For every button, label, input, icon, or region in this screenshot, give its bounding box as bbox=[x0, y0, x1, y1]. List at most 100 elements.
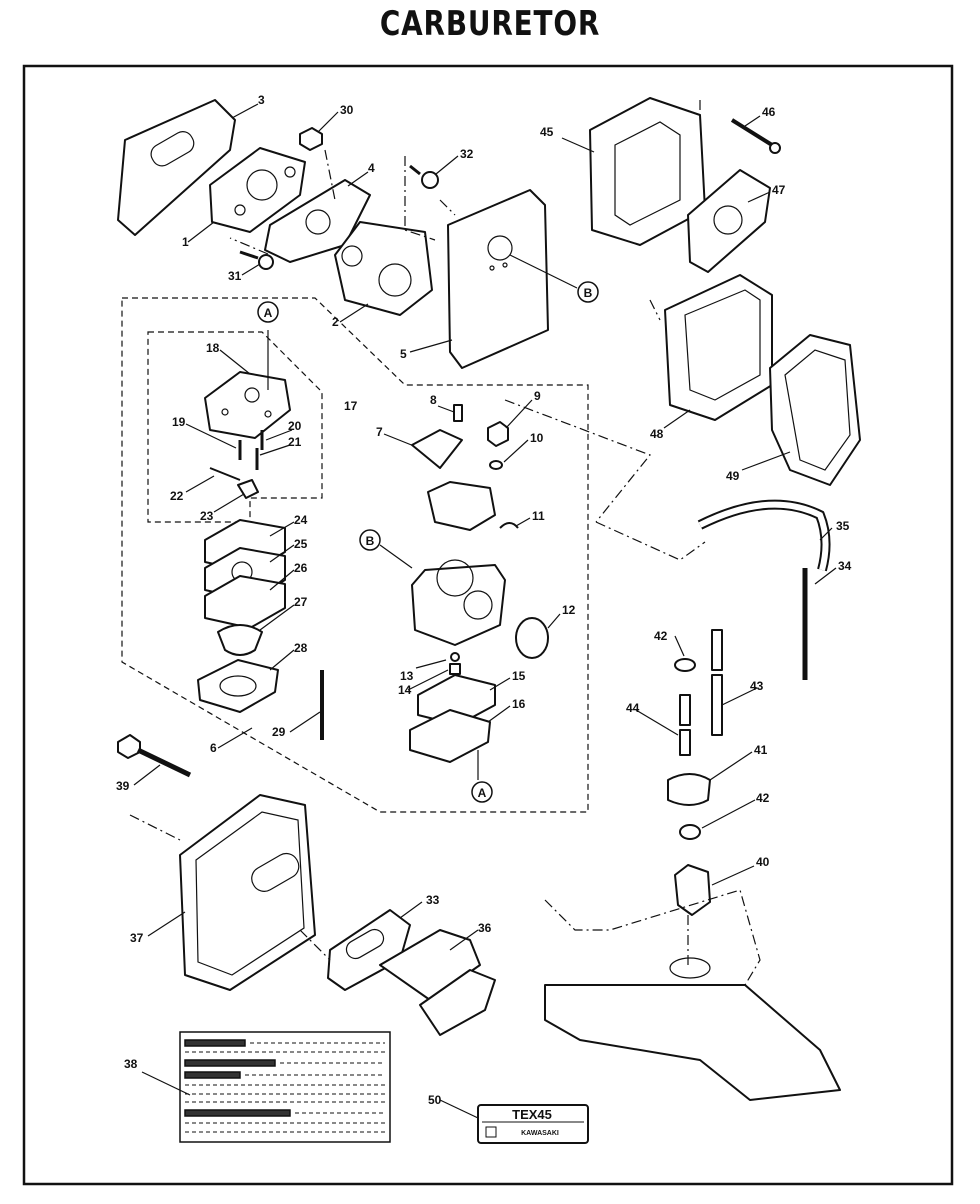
callout-37: 37 bbox=[130, 931, 144, 945]
callout-28: 28 bbox=[294, 641, 308, 655]
callout-10: 10 bbox=[530, 431, 544, 445]
callout-18: 18 bbox=[206, 341, 220, 355]
washer-42 bbox=[679, 824, 701, 840]
plate-5 bbox=[447, 189, 549, 369]
callout-29: 29 bbox=[272, 725, 286, 739]
callout-23: 23 bbox=[200, 509, 214, 523]
callout-41: 41 bbox=[754, 743, 768, 757]
callout-8: 8 bbox=[430, 393, 437, 407]
callout-34: 34 bbox=[838, 559, 852, 573]
callout-44: 44 bbox=[626, 701, 640, 715]
callout-17: 17 bbox=[344, 399, 358, 413]
oring-12 bbox=[515, 617, 549, 659]
bolt-39 bbox=[117, 734, 192, 778]
shaft-22 bbox=[209, 467, 241, 481]
callout-49: 49 bbox=[726, 469, 740, 483]
ref-b-leader bbox=[509, 254, 578, 289]
callout-42: 42 bbox=[654, 629, 668, 643]
callout-24: 24 bbox=[294, 513, 308, 527]
screen-13 bbox=[450, 652, 460, 662]
ref-circle-b-left: B bbox=[359, 529, 381, 551]
ref-circle-a-bottom: A bbox=[471, 781, 493, 803]
route-line-fuel bbox=[595, 521, 706, 561]
kit-boundary-17 bbox=[147, 331, 323, 523]
callout-38: 38 bbox=[124, 1057, 138, 1071]
callout-36: 36 bbox=[478, 921, 492, 935]
ref-circle-b-right: B bbox=[577, 281, 599, 303]
callout-31: 31 bbox=[228, 269, 242, 283]
pump-body-26 bbox=[204, 575, 286, 629]
assembly-lines bbox=[129, 100, 701, 961]
callout-2: 2 bbox=[332, 315, 339, 329]
gasket-3 bbox=[117, 99, 236, 236]
tube-43a bbox=[711, 629, 723, 671]
pipe-44a bbox=[679, 694, 691, 726]
callout-25: 25 bbox=[294, 537, 308, 551]
callout-3: 3 bbox=[258, 93, 265, 107]
cover-28-ring bbox=[219, 675, 257, 697]
ref-b-label: B bbox=[584, 286, 593, 300]
tank-opening bbox=[669, 957, 711, 979]
sticker-text: TEX45 bbox=[512, 1107, 552, 1122]
tank-body bbox=[544, 984, 841, 1101]
ref-b-leader-left bbox=[379, 544, 413, 569]
callout-1: 1 bbox=[182, 235, 189, 249]
callout-9: 9 bbox=[534, 389, 541, 403]
filter-element-47 bbox=[687, 169, 771, 273]
pump-cover-18 bbox=[204, 371, 291, 439]
grommet-42a bbox=[674, 658, 696, 672]
diaphragm-16 bbox=[409, 709, 491, 763]
insulator-1 bbox=[209, 147, 306, 233]
route-line-throttle bbox=[504, 399, 651, 523]
callout-30: 30 bbox=[340, 103, 354, 117]
guard-36 bbox=[379, 929, 496, 1036]
carburetor-body bbox=[411, 481, 506, 646]
stopper-9 bbox=[487, 421, 509, 447]
air-cleaner-case-45 bbox=[589, 97, 706, 246]
callout-4: 4 bbox=[368, 161, 375, 175]
kit-boundary-6 bbox=[121, 297, 589, 813]
callout-16: 16 bbox=[512, 697, 526, 711]
callout-14: 14 bbox=[398, 683, 412, 697]
bolt-46 bbox=[730, 118, 781, 154]
callout-33: 33 bbox=[426, 893, 440, 907]
callout-5: 5 bbox=[400, 347, 407, 361]
sticker-brand: KAWASAKI bbox=[521, 1130, 559, 1137]
callout-27: 27 bbox=[294, 595, 308, 609]
tank-outline bbox=[544, 889, 761, 986]
callout-20: 20 bbox=[288, 419, 302, 433]
callout-11: 11 bbox=[532, 509, 545, 523]
callout-43: 43 bbox=[750, 679, 764, 693]
screw-32 bbox=[409, 164, 439, 189]
callout-32: 32 bbox=[460, 147, 474, 161]
callout-40: 40 bbox=[756, 855, 770, 869]
callout-21: 21 bbox=[288, 435, 302, 449]
ref-b-label: B bbox=[366, 534, 375, 548]
page-title: CARBURETOR bbox=[379, 4, 601, 44]
ref-a-label: A bbox=[264, 306, 273, 320]
nut-30 bbox=[299, 127, 323, 151]
throttle-lever-7 bbox=[411, 429, 463, 469]
primer-bulb-27 bbox=[217, 624, 263, 656]
callout-labels: 1 2 3 4 5 6 7 8 9 10 11 12 13 14 15 16 1… bbox=[116, 93, 852, 1107]
pipe-44 bbox=[679, 729, 691, 756]
callout-22: 22 bbox=[170, 489, 184, 503]
filter-48 bbox=[664, 274, 773, 421]
diagram-frame bbox=[22, 64, 954, 1186]
screw-31 bbox=[239, 250, 274, 270]
clip-11 bbox=[499, 522, 519, 529]
cover-28 bbox=[197, 659, 279, 713]
warning-label-38 bbox=[179, 1031, 391, 1143]
gasket-15 bbox=[417, 674, 496, 726]
callout-39: 39 bbox=[116, 779, 130, 793]
callout-6: 6 bbox=[210, 741, 217, 755]
lever-23 bbox=[237, 479, 259, 499]
callout-35: 35 bbox=[836, 519, 850, 533]
cover-49 bbox=[769, 334, 861, 486]
callout-42b: 42 bbox=[756, 791, 770, 805]
callout-50: 50 bbox=[428, 1093, 442, 1107]
callout-47: 47 bbox=[772, 183, 786, 197]
callout-26: 26 bbox=[294, 561, 308, 575]
callout-15: 15 bbox=[512, 669, 526, 683]
